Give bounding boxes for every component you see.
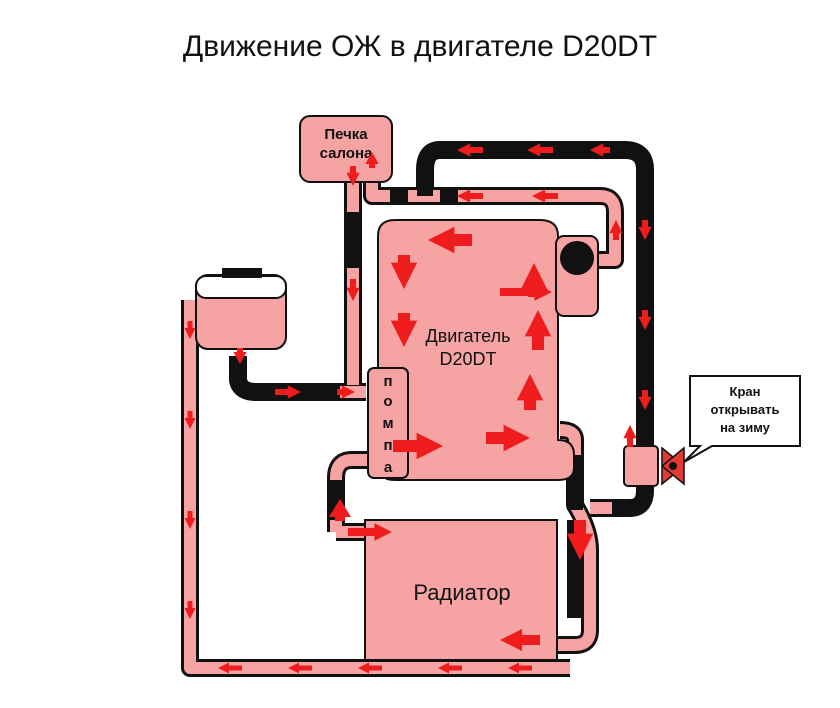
tank-cap (222, 268, 262, 278)
valve-label-line2: открывать (711, 402, 780, 417)
engine-label-line1: Двигатель (426, 326, 511, 346)
flow-arrow-icon (524, 310, 552, 350)
drain-tap-housing (623, 445, 659, 487)
radiator-label: Радиатор (413, 580, 510, 605)
flow-arrow-icon (346, 166, 360, 186)
pump-letter-2: о (383, 393, 392, 410)
flow-arrow-icon (346, 279, 360, 301)
thermostat-cap (560, 241, 594, 275)
flow-arrow-icon (638, 310, 652, 330)
flow-arrow-icon (275, 385, 301, 399)
flow-arrow-icon (184, 321, 196, 339)
flow-arrow-icon (516, 374, 544, 410)
heater-label-line2: салона (320, 145, 373, 162)
expansion-tank (195, 268, 287, 350)
flow-arrow-icon (337, 385, 355, 399)
flow-arrow-icon (457, 143, 483, 157)
cabin-heater: Печка салона (299, 115, 393, 183)
flow-arrow-icon (623, 425, 637, 447)
flow-arrow-icon (438, 662, 462, 674)
flow-arrow-icon (184, 411, 196, 429)
valve-label-line1: Кран (730, 384, 761, 399)
flow-arrow-icon (486, 424, 530, 452)
tank-hose-black (230, 356, 340, 400)
flow-arrow-icon (390, 313, 418, 347)
thermostat-housing (555, 235, 599, 317)
pump-letter-1: п (383, 373, 392, 390)
valve-label-line3: на зиму (720, 420, 771, 435)
flow-arrow-icon (532, 189, 558, 203)
flow-arrow-icon (638, 220, 652, 240)
flow-arrow-icon (393, 432, 443, 460)
engine-label-line2: D20DT (439, 349, 496, 369)
valve-icon (660, 446, 686, 486)
valve-callout: Кран открывать на зиму (683, 375, 801, 463)
flow-arrow-icon (527, 143, 553, 157)
flow-arrows (184, 143, 652, 674)
water-pump: п о м п а (367, 367, 409, 479)
flow-arrow-icon (457, 189, 483, 203)
flow-arrow-icon (508, 662, 532, 674)
flow-arrow-icon (590, 143, 610, 157)
flow-arrow-icon (288, 662, 312, 674)
heater-label-line1: Печка (324, 126, 368, 143)
flow-arrow-icon (218, 662, 242, 674)
flow-arrow-icon (500, 283, 552, 301)
flow-arrow-icon (184, 511, 196, 529)
flow-arrow-icon (365, 152, 379, 168)
flow-arrow-icon (609, 220, 623, 240)
flow-arrow-icon (638, 390, 652, 410)
pump-letter-3: м (382, 415, 393, 432)
flow-arrow-icon (566, 520, 594, 560)
flow-arrow-icon (184, 601, 196, 619)
pump-letter-5: а (384, 459, 393, 476)
outlet-hose-black (612, 220, 653, 516)
pump-letter-4: п (383, 437, 392, 454)
flow-arrow-icon (348, 523, 392, 541)
flow-arrow-icon (390, 255, 418, 289)
flow-arrow-icon (329, 499, 351, 521)
flow-arrow-icon (233, 348, 247, 364)
flow-arrow-icon (428, 226, 472, 254)
diagram-title: Движение ОЖ в двигателе D20DT (183, 30, 657, 63)
flow-arrow-icon (500, 629, 540, 651)
flow-arrow-icon (358, 662, 382, 674)
